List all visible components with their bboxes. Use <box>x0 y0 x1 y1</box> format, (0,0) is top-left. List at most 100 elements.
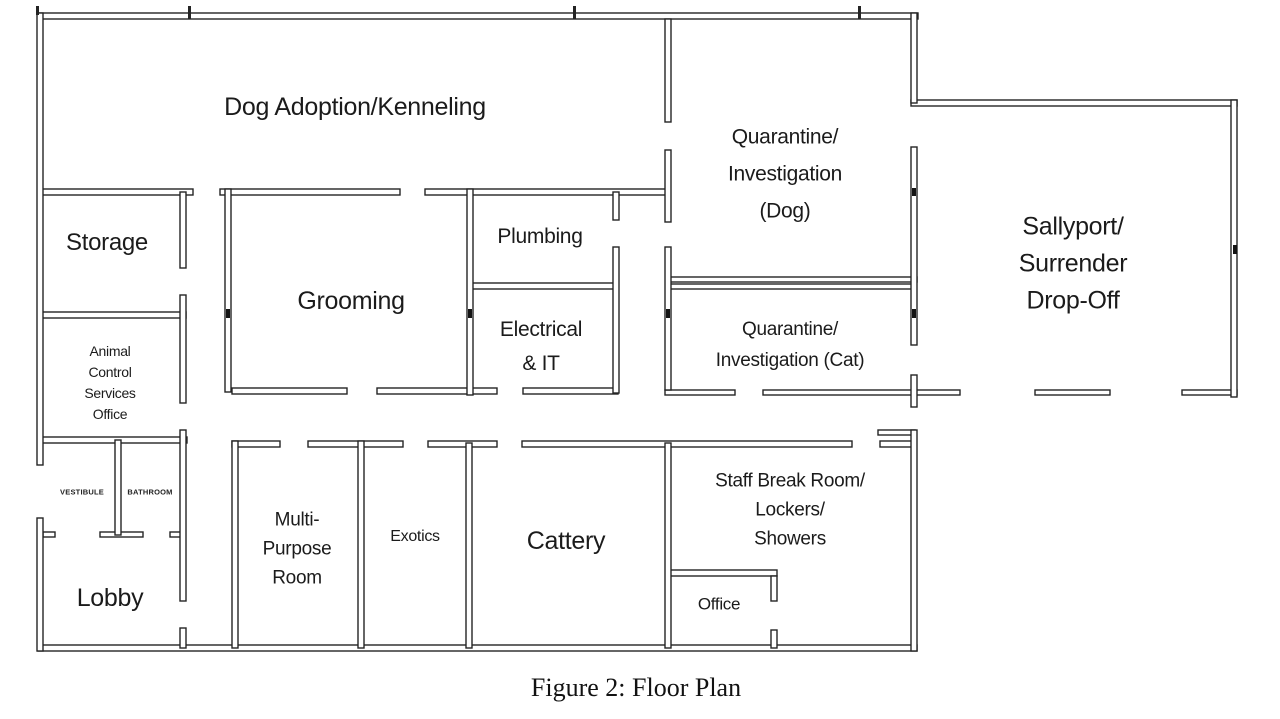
wall-tick <box>188 6 191 19</box>
label-grooming: Grooming <box>297 286 405 316</box>
label-line: Drop-Off <box>1026 286 1120 315</box>
label-office: Office <box>697 594 741 615</box>
label-line: Multi- <box>274 509 320 531</box>
junction-mark <box>468 309 472 318</box>
label-line: Dog Adoption/Kenneling <box>224 93 486 121</box>
wall-segment <box>37 188 194 196</box>
wall-segment <box>664 149 672 223</box>
wall-segment <box>667 569 778 577</box>
label-bathroom: BATHROOM <box>127 488 172 497</box>
wall-segment <box>664 18 672 123</box>
label-line: VESTIBULE <box>60 487 104 497</box>
wall-segment <box>37 12 919 20</box>
label-line: Control <box>88 364 132 380</box>
figure-caption: Figure 2: Floor Plan <box>530 673 742 702</box>
wall-segment <box>357 440 365 649</box>
label-quarantine-investigation-cat: Quarantine/Investigation (Cat) <box>715 314 865 376</box>
wall-segment <box>466 188 474 396</box>
wall-segment <box>521 440 853 448</box>
wall-segment <box>465 442 473 649</box>
wall-segment <box>424 188 669 196</box>
wall-segment <box>469 282 618 290</box>
wall-segment <box>770 629 778 649</box>
wall-segment <box>42 531 56 538</box>
label-line: Lobby <box>76 584 144 612</box>
label-line: Purpose <box>262 538 332 560</box>
wall-segment <box>114 439 122 536</box>
label-line: Quarantine/ <box>731 125 839 149</box>
junction-mark <box>912 309 916 318</box>
wall-segment <box>224 188 232 393</box>
label-line: Cattery <box>526 527 606 555</box>
wall-segment <box>307 440 404 448</box>
wall-segment <box>179 627 187 649</box>
label-line: Showers <box>754 528 826 550</box>
junction-mark <box>666 309 670 318</box>
wall-segment <box>667 283 914 290</box>
wall-tick <box>573 6 576 19</box>
wall-segment <box>522 387 619 395</box>
label-line: (Dog) <box>759 199 811 223</box>
label-line: Plumbing <box>497 225 583 248</box>
wall-segment <box>667 276 918 283</box>
label-line: Room <box>272 567 322 589</box>
wall-segment <box>910 374 918 408</box>
wall-segment <box>612 246 620 394</box>
wall-segment <box>664 246 672 391</box>
wall-segment <box>664 442 672 649</box>
label-line: Storage <box>66 229 148 256</box>
label-dog-adoption-kenneling: Dog Adoption/Kenneling <box>224 92 486 122</box>
label-quarantine-investigation-dog: Quarantine/Investigation (Dog) <box>728 119 842 230</box>
label-line: Lockers/ <box>755 499 825 521</box>
wall-segment <box>427 440 498 448</box>
wall-segment <box>910 429 918 652</box>
label-staff-break-room-lockers-showers: Staff Break Room/Lockers/Showers <box>715 467 865 554</box>
label-line: Investigation <box>727 162 843 186</box>
wall-segment <box>37 644 918 652</box>
label-line: Staff Break Room/ <box>715 470 865 492</box>
label-line: Office <box>92 406 128 422</box>
wall-segment <box>231 440 281 448</box>
wall-segment <box>612 191 620 221</box>
wall-segment <box>179 191 187 269</box>
label-storage: Storage <box>66 229 148 257</box>
label-exotics: Exotics <box>390 527 440 547</box>
junction-mark <box>226 309 230 318</box>
wall-segment <box>910 99 1238 107</box>
wall-segment <box>37 311 187 319</box>
label-lobby: Lobby <box>77 583 144 613</box>
label-line: BATHROOM <box>127 487 173 497</box>
wall-segment <box>36 12 44 466</box>
label-line: Surrender <box>1018 249 1128 278</box>
wall-segment <box>179 294 187 404</box>
label-plumbing: Plumbing <box>497 224 582 250</box>
wall-segment <box>770 575 778 602</box>
label-line: Office <box>697 594 741 614</box>
label-cattery: Cattery <box>526 526 606 556</box>
label-line: Electrical <box>499 318 583 341</box>
junction-mark <box>1233 245 1237 254</box>
label-line: Investigation (Cat) <box>715 350 865 371</box>
label-vestibule: VESTIBULE <box>60 488 104 497</box>
wall-segment <box>231 440 239 649</box>
wall-segment <box>910 12 918 104</box>
wall-segment <box>376 387 498 395</box>
label-line: Sallyport/ <box>1022 212 1124 241</box>
wall-segment <box>762 389 961 396</box>
junction-mark <box>912 188 916 196</box>
wall-segment <box>910 146 918 346</box>
label-line: Quarantine/ <box>741 319 838 340</box>
wall-segment <box>877 429 916 436</box>
wall-segment <box>231 387 348 395</box>
wall-segment <box>219 188 401 196</box>
label-line: Grooming <box>297 287 405 315</box>
label-line: Animal <box>89 343 131 359</box>
wall-tick <box>36 6 39 15</box>
wall-segment <box>879 440 914 448</box>
wall-segment <box>1181 389 1238 396</box>
label-electrical-it: Electrical& IT <box>499 313 583 381</box>
label-line: Services <box>84 385 136 401</box>
